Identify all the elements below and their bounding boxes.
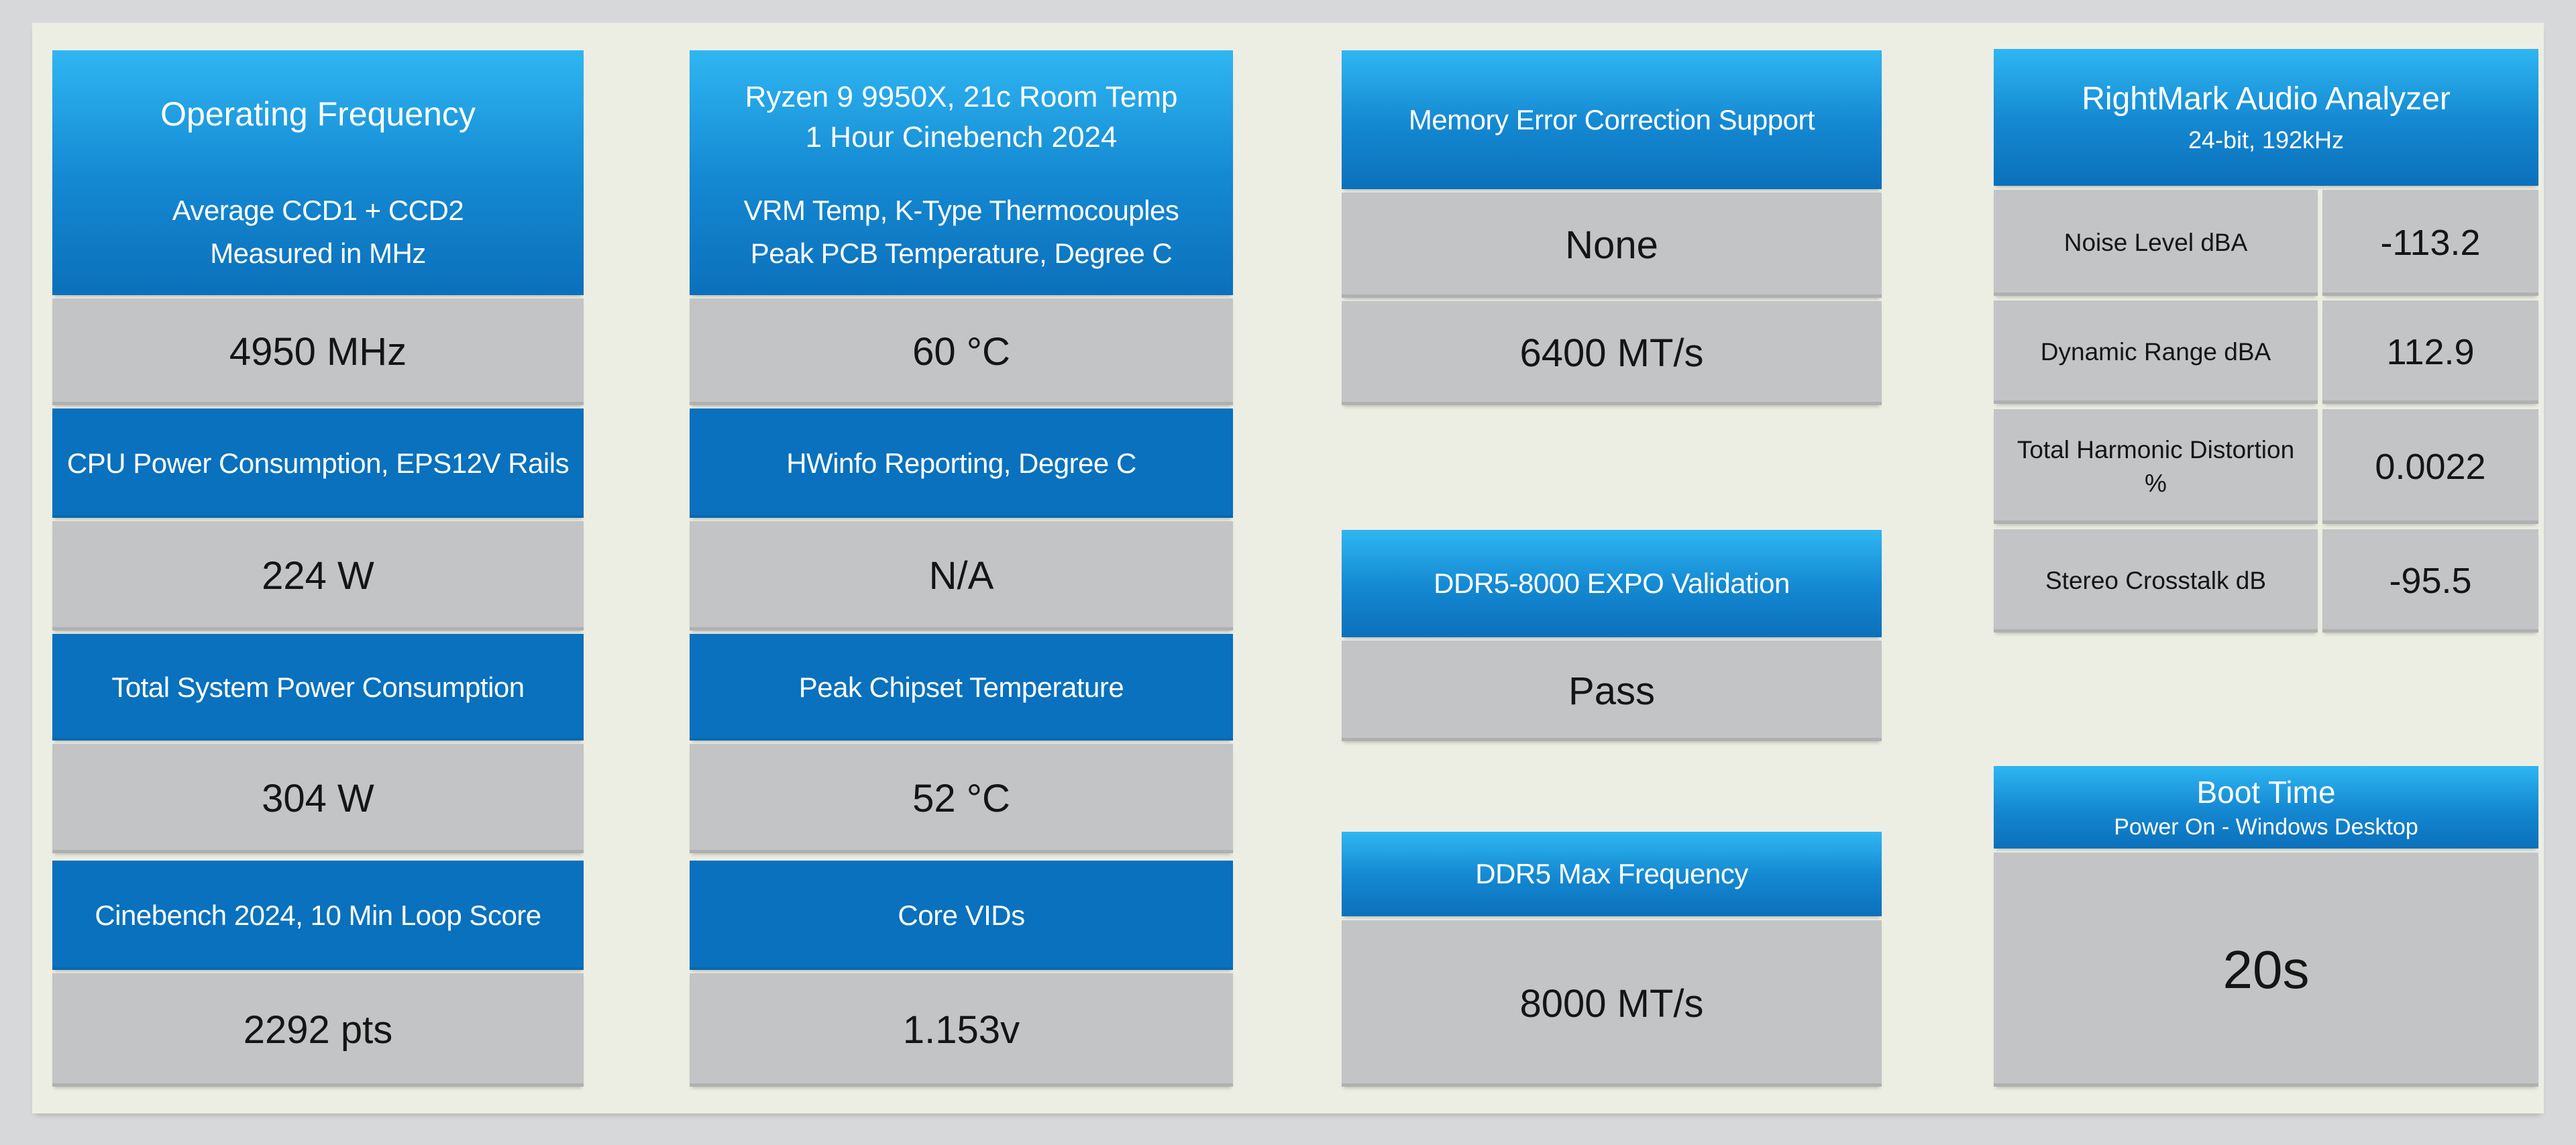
cpu-power-header-label: CPU Power Consumption, EPS12V Rails — [66, 447, 570, 479]
column-thermals: Ryzen 9 9950X, 21c Room Temp 1 Hour Cine… — [690, 0, 1233, 1145]
hwinfo-header-label: HWinfo Reporting, Degree C — [786, 447, 1136, 479]
thermals-title-line2: 1 Hour Cinebench 2024 — [805, 121, 1118, 154]
stereo-crosstalk-label: Stereo Crosstalk dB — [1994, 529, 2318, 633]
column-cpu-frequency-power: Operating Frequency Average CCD1 + CCD2 … — [52, 0, 584, 1145]
core-vids-header-label: Core VIDs — [898, 899, 1025, 931]
cinebench-value: 2292 pts — [243, 1008, 393, 1052]
operating-frequency-title: Operating Frequency — [160, 95, 476, 133]
boot-time-subtitle: Power On - Windows Desktop — [2114, 814, 2418, 840]
noise-level-label: Noise Level dBA — [1994, 190, 2318, 296]
cpu-power-value-cell: 224 W — [52, 521, 584, 631]
thermals-subtitle-line2: Peak PCB Temperature, Degree C — [750, 237, 1173, 269]
ddr5-max-frequency-value: 8000 MT/s — [1519, 981, 1704, 1026]
memory-ecc-value-cell: None — [1342, 193, 1882, 298]
expo-validation-value: Pass — [1568, 669, 1655, 713]
table-row-noise-level: Noise Level dBA -113.2 — [1994, 190, 2538, 296]
ddr5-max-frequency-header: DDR5 Max Frequency — [1342, 832, 1882, 916]
operating-frequency-value: 4950 MHz — [229, 330, 407, 374]
table-row-dynamic-range: Dynamic Range dBA 112.9 — [1994, 301, 2538, 404]
memory-ecc-header: Memory Error Correction Support — [1342, 50, 1882, 189]
audio-analyzer-subtitle: 24-bit, 192kHz — [2188, 126, 2345, 154]
operating-frequency-subtitle-line2: Measured in MHz — [210, 237, 426, 269]
memory-ecc-value: None — [1565, 223, 1658, 267]
hwinfo-header: HWinfo Reporting, Degree C — [690, 408, 1233, 518]
boot-time-value: 20s — [2222, 939, 2310, 999]
memory-ecc-speed-value: 6400 MT/s — [1519, 331, 1704, 375]
cpu-power-header: CPU Power Consumption, EPS12V Rails — [52, 408, 584, 518]
thd-value: 0.0022 — [2322, 409, 2538, 524]
stereo-crosstalk-value: -95.5 — [2322, 529, 2538, 633]
column-audio-boot: RightMark Audio Analyzer 24-bit, 192kHz … — [1994, 0, 2538, 1145]
memory-ecc-speed-cell: 6400 MT/s — [1342, 301, 1882, 405]
table-row-stereo-crosstalk: Stereo Crosstalk dB -95.5 — [1994, 529, 2538, 633]
system-power-header-label: Total System Power Consumption — [111, 671, 525, 703]
cinebench-header-label: Cinebench 2024, 10 Min Loop Score — [95, 899, 541, 931]
chipset-temp-header: Peak Chipset Temperature — [690, 634, 1233, 741]
cinebench-value-cell: 2292 pts — [52, 973, 584, 1087]
ddr5-max-frequency-header-label: DDR5 Max Frequency — [1475, 858, 1748, 889]
hwinfo-value: N/A — [928, 554, 994, 598]
hwinfo-value-cell: N/A — [690, 521, 1233, 631]
cinebench-header: Cinebench 2024, 10 Min Loop Score — [52, 861, 584, 970]
expo-validation-header: DDR5-8000 EXPO Validation — [1342, 530, 1882, 637]
operating-frequency-subtitle-line1: Average CCD1 + CCD2 — [172, 195, 464, 226]
expo-validation-header-label: DDR5-8000 EXPO Validation — [1434, 567, 1790, 599]
core-vids-header: Core VIDs — [690, 861, 1233, 970]
audio-analyzer-title: RightMark Audio Analyzer — [2082, 81, 2451, 117]
column-memory: Memory Error Correction Support None 640… — [1342, 0, 1882, 1145]
boot-time-value-cell: 20s — [1994, 853, 2538, 1087]
system-power-value: 304 W — [262, 777, 374, 820]
thermals-subtitle-line1: VRM Temp, K-Type Thermocouples — [743, 195, 1179, 226]
chipset-temp-value: 52 °C — [912, 777, 1010, 820]
dynamic-range-label: Dynamic Range dBA — [1994, 301, 2318, 404]
boot-time-header: Boot Time Power On - Windows Desktop — [1994, 766, 2538, 849]
table-row-thd: Total Harmonic Distortion % 0.0022 — [1994, 409, 2538, 524]
thermals-title-line1: Ryzen 9 9950X, 21c Room Temp — [745, 80, 1178, 113]
expo-validation-value-cell: Pass — [1342, 641, 1882, 741]
chipset-temp-header-label: Peak Chipset Temperature — [798, 671, 1124, 703]
cpu-power-value: 224 W — [262, 554, 374, 598]
thd-label: Total Harmonic Distortion % — [1994, 409, 2318, 524]
thermals-header: Ryzen 9 9950X, 21c Room Temp 1 Hour Cine… — [690, 50, 1233, 295]
ddr5-max-frequency-value-cell: 8000 MT/s — [1342, 920, 1882, 1087]
system-power-header: Total System Power Consumption — [52, 634, 584, 741]
vrm-temp-value: 60 °C — [912, 330, 1010, 374]
boot-time-title: Boot Time — [2196, 774, 2336, 810]
memory-ecc-header-label: Memory Error Correction Support — [1408, 103, 1815, 135]
noise-level-value: -113.2 — [2322, 190, 2538, 296]
vrm-temp-value-cell: 60 °C — [690, 298, 1233, 405]
core-vids-value-cell: 1.153v — [690, 973, 1233, 1087]
system-power-value-cell: 304 W — [52, 744, 584, 853]
core-vids-value: 1.153v — [902, 1008, 1020, 1052]
operating-frequency-header: Operating Frequency Average CCD1 + CCD2 … — [52, 50, 584, 295]
operating-frequency-value-cell: 4950 MHz — [52, 298, 584, 405]
audio-analyzer-header: RightMark Audio Analyzer 24-bit, 192kHz — [1994, 49, 2538, 186]
chipset-temp-value-cell: 52 °C — [690, 744, 1233, 853]
dynamic-range-value: 112.9 — [2322, 301, 2538, 404]
